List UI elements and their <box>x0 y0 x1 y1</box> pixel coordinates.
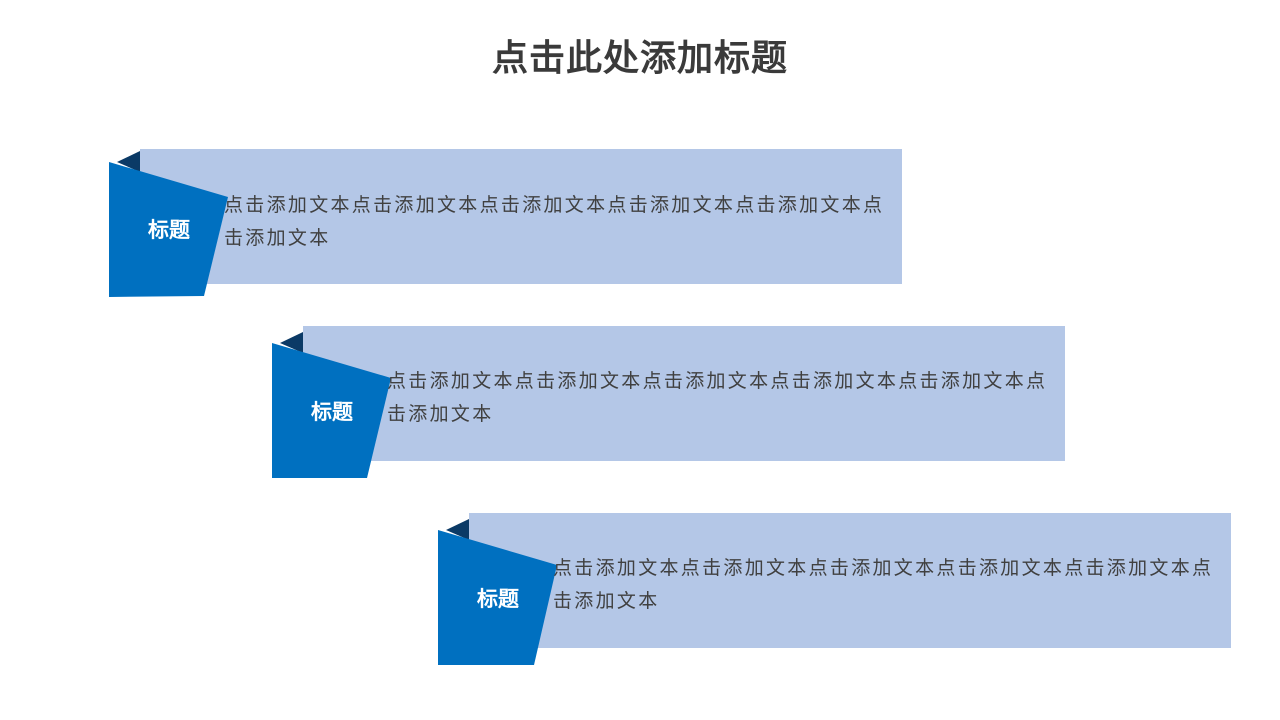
tab-label[interactable]: 标题 <box>477 587 519 611</box>
content-bar <box>469 513 1231 648</box>
tab-label[interactable]: 标题 <box>148 218 190 242</box>
item-text[interactable]: 点击添加文本点击添加文本点击添加文本点击添加文本点击添加文本点击添加文本 <box>224 194 885 249</box>
item-text[interactable]: 点击添加文本点击添加文本点击添加文本点击添加文本点击添加文本点击添加文本 <box>387 370 1048 425</box>
tab-label[interactable]: 标题 <box>311 400 353 424</box>
item-text[interactable]: 点击添加文本点击添加文本点击添加文本点击添加文本点击添加文本点击添加文本 <box>553 557 1214 612</box>
content-bar <box>140 149 902 284</box>
content-bar <box>303 326 1065 461</box>
slide-title[interactable]: 点击此处添加标题 <box>491 38 788 79</box>
